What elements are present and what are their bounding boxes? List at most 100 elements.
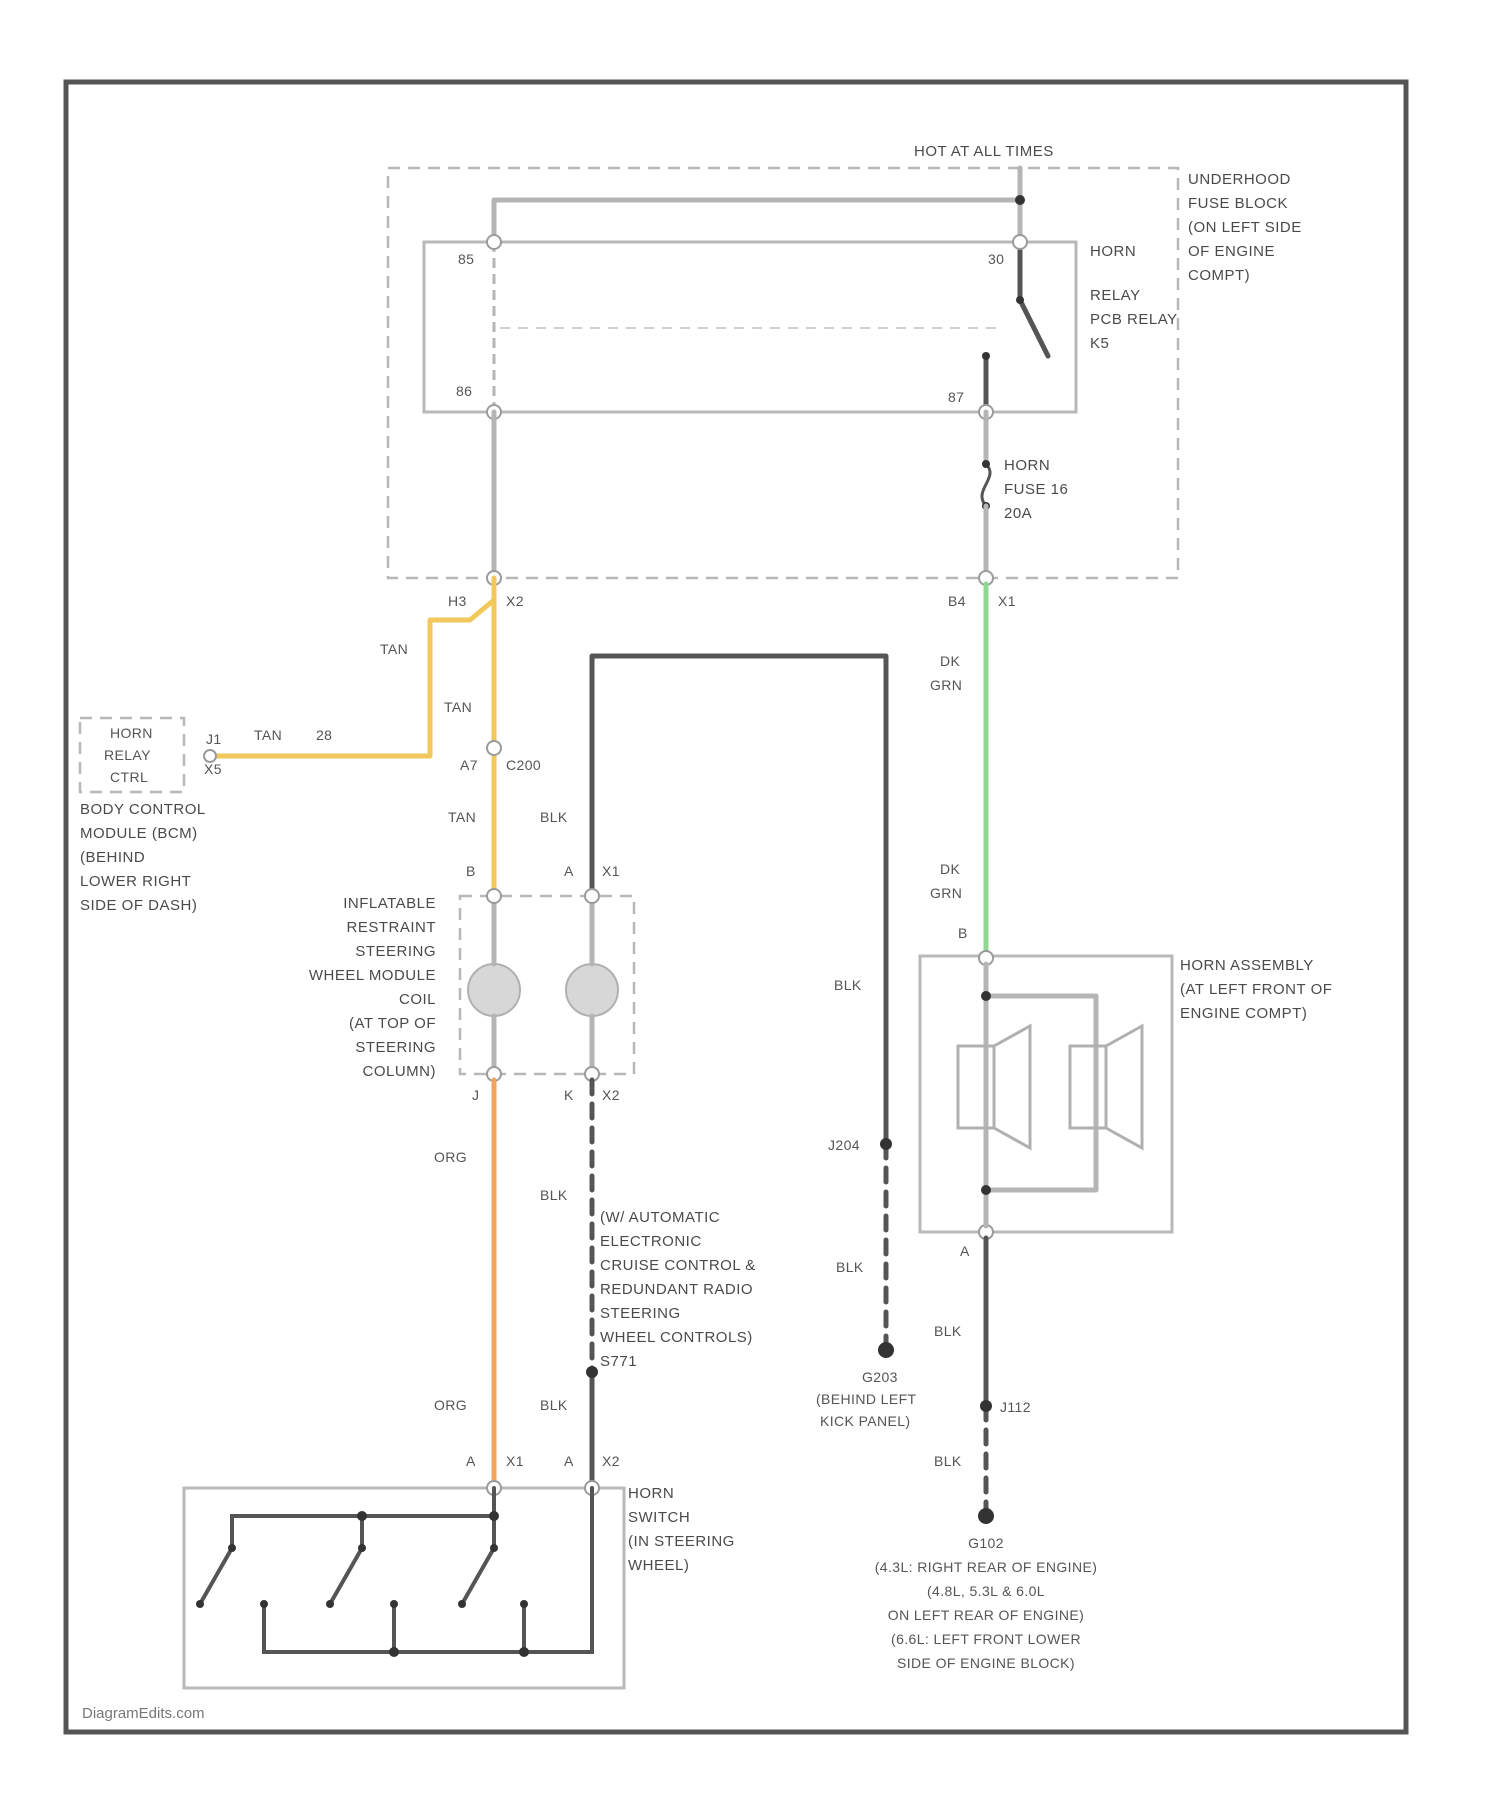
svg-text:(BEHIND LEFT: (BEHIND LEFT xyxy=(816,1391,917,1407)
svg-text:(6.6L: LEFT FRONT LOWER: (6.6L: LEFT FRONT LOWER xyxy=(891,1631,1081,1647)
svg-text:S771: S771 xyxy=(600,1353,637,1370)
blk-label-g: BLK xyxy=(836,1259,864,1275)
svg-text:HORN: HORN xyxy=(1004,457,1050,474)
hot-feed-splice xyxy=(1015,195,1025,205)
horn-relay-label: HORN RELAY PCB RELAY K5 xyxy=(1090,243,1178,352)
c200-pin-label: A7 xyxy=(460,757,478,773)
relay-terminal-30 xyxy=(1013,235,1027,249)
svg-text:STEERING: STEERING xyxy=(355,1039,436,1056)
s771-splice xyxy=(586,1366,598,1378)
coil-winding-right xyxy=(566,964,618,1016)
relay-switch-contact xyxy=(1020,242,1048,356)
svg-text:INFLATABLE: INFLATABLE xyxy=(343,895,436,912)
svg-text:KICK PANEL): KICK PANEL) xyxy=(820,1413,911,1429)
horn-switch-label: HORN SWITCH (IN STEERING WHEEL) xyxy=(628,1485,735,1574)
x2-pin-label: H3 xyxy=(448,593,467,609)
blk-label-right: BLK xyxy=(834,977,862,993)
dk-grn-label-1: DK GRN xyxy=(930,653,962,693)
horn-assembly-label: HORN ASSEMBLY (AT LEFT FRONT OF ENGINE C… xyxy=(1180,957,1332,1022)
svg-text:CTRL: CTRL xyxy=(110,769,148,785)
relay-top-bus xyxy=(494,200,1020,242)
fuse-block-label: UNDERHOOD FUSE BLOCK (ON LEFT SIDE OF EN… xyxy=(1188,171,1302,284)
underhood-fuse-block xyxy=(388,168,1178,578)
coil-winding-left xyxy=(468,964,520,1016)
coil-pin-x2: X2 xyxy=(602,1087,620,1103)
svg-text:G102: G102 xyxy=(968,1535,1004,1551)
org-label-1: ORG xyxy=(434,1149,467,1165)
coil-pin-b: B xyxy=(466,863,476,879)
s112-label: J112 xyxy=(1000,1399,1031,1415)
bcm-description: BODY CONTROL MODULE (BCM) (BEHIND LOWER … xyxy=(80,801,206,914)
c200-connector-terminal xyxy=(487,741,501,755)
svg-text:GRN: GRN xyxy=(930,677,962,693)
x2-connector-label: X2 xyxy=(506,593,524,609)
horn-pin-a: A xyxy=(960,1243,970,1259)
g102-ground xyxy=(978,1508,994,1524)
coil-pin-x1: X1 xyxy=(602,863,620,879)
horn-fuse-label: HORN FUSE 16 20A xyxy=(1004,457,1068,522)
horn-pin-b: B xyxy=(958,925,968,941)
coil-terminal-b xyxy=(487,889,501,903)
dk-grn-label-2: DK GRN xyxy=(930,861,962,901)
svg-text:RELAY: RELAY xyxy=(1090,287,1141,304)
svg-text:LOWER RIGHT: LOWER RIGHT xyxy=(80,873,191,890)
blk-label-top: BLK xyxy=(540,809,568,825)
svg-text:ON LEFT REAR OF ENGINE): ON LEFT REAR OF ENGINE) xyxy=(888,1607,1084,1623)
x1-connector-label: X1 xyxy=(998,593,1016,609)
svg-text:FUSE 16: FUSE 16 xyxy=(1004,481,1068,498)
svg-text:RESTRAINT: RESTRAINT xyxy=(346,919,436,936)
hot-at-all-times-label: HOT AT ALL TIMES xyxy=(914,143,1054,160)
g203-label: G203 (BEHIND LEFT KICK PANEL) xyxy=(816,1369,917,1429)
svg-text:RELAY: RELAY xyxy=(104,747,151,763)
svg-text:COIL: COIL xyxy=(399,991,436,1008)
bcm-box-label: HORN RELAY CTRL xyxy=(104,725,153,785)
s112-splice xyxy=(980,1400,992,1412)
tan-label-1: TAN xyxy=(380,641,408,657)
bcm-pin-b: X5 xyxy=(204,761,222,777)
c200-connector-label: C200 xyxy=(506,757,541,773)
svg-text:STEERING: STEERING xyxy=(600,1305,681,1322)
svg-text:HORN ASSEMBLY: HORN ASSEMBLY xyxy=(1180,957,1314,974)
svg-text:WHEEL): WHEEL) xyxy=(628,1557,689,1574)
svg-text:(4.8L, 5.3L & 6.0L: (4.8L, 5.3L & 6.0L xyxy=(927,1583,1045,1599)
blk-label-low: BLK xyxy=(540,1397,568,1413)
svg-text:SIDE OF DASH): SIDE OF DASH) xyxy=(80,897,197,914)
org-label-2: ORG xyxy=(434,1397,467,1413)
coil-pin-j: J xyxy=(472,1087,479,1103)
svg-text:HORN: HORN xyxy=(1090,243,1136,260)
blk-wire-coil-to-g203 xyxy=(592,656,886,1144)
svg-text:UNDERHOOD: UNDERHOOD xyxy=(1188,171,1291,188)
watermark-label: DiagramEdits.com xyxy=(82,1705,205,1722)
tan-label-2: TAN xyxy=(444,699,472,715)
svg-text:COMPT): COMPT) xyxy=(1188,267,1250,284)
svg-text:FUSE BLOCK: FUSE BLOCK xyxy=(1188,195,1288,212)
g203-ground xyxy=(878,1342,894,1358)
tan-label-3: TAN xyxy=(448,809,476,825)
svg-text:OF ENGINE: OF ENGINE xyxy=(1188,243,1275,260)
relay-output-dot xyxy=(982,352,990,360)
svg-text:HORN: HORN xyxy=(110,725,153,741)
tan-circuit-number: 28 xyxy=(316,727,332,743)
svg-text:PCB RELAY: PCB RELAY xyxy=(1090,311,1178,328)
svg-text:COLUMN): COLUMN) xyxy=(363,1063,437,1080)
svg-text:K5: K5 xyxy=(1090,335,1109,352)
fuse-dot-top xyxy=(982,460,990,468)
switch-pin-a1: A xyxy=(466,1453,476,1469)
horn-fuse-symbol xyxy=(982,464,990,506)
svg-text:SWITCH: SWITCH xyxy=(628,1509,690,1526)
horn-speaker-right xyxy=(1070,1026,1142,1148)
tan-circuit-label: TAN xyxy=(254,727,282,743)
g102-label: G102 (4.3L: RIGHT REAR OF ENGINE) (4.8L,… xyxy=(875,1535,1098,1671)
svg-text:(BEHIND: (BEHIND xyxy=(80,849,145,866)
x1-pin-label: B4 xyxy=(948,593,966,609)
horn-node-bottom xyxy=(981,1185,991,1195)
svg-text:STEERING: STEERING xyxy=(355,943,436,960)
svg-text:(AT TOP OF: (AT TOP OF xyxy=(349,1015,436,1032)
svg-text:(ON LEFT SIDE: (ON LEFT SIDE xyxy=(1188,219,1302,236)
relay-pin-85: 85 xyxy=(458,251,474,267)
switch-pin-x2: X2 xyxy=(602,1453,620,1469)
relay-contact-pivot xyxy=(1016,296,1024,304)
switch-pin-x1: X1 xyxy=(506,1453,524,1469)
svg-text:REDUNDANT RADIO: REDUNDANT RADIO xyxy=(600,1281,753,1298)
